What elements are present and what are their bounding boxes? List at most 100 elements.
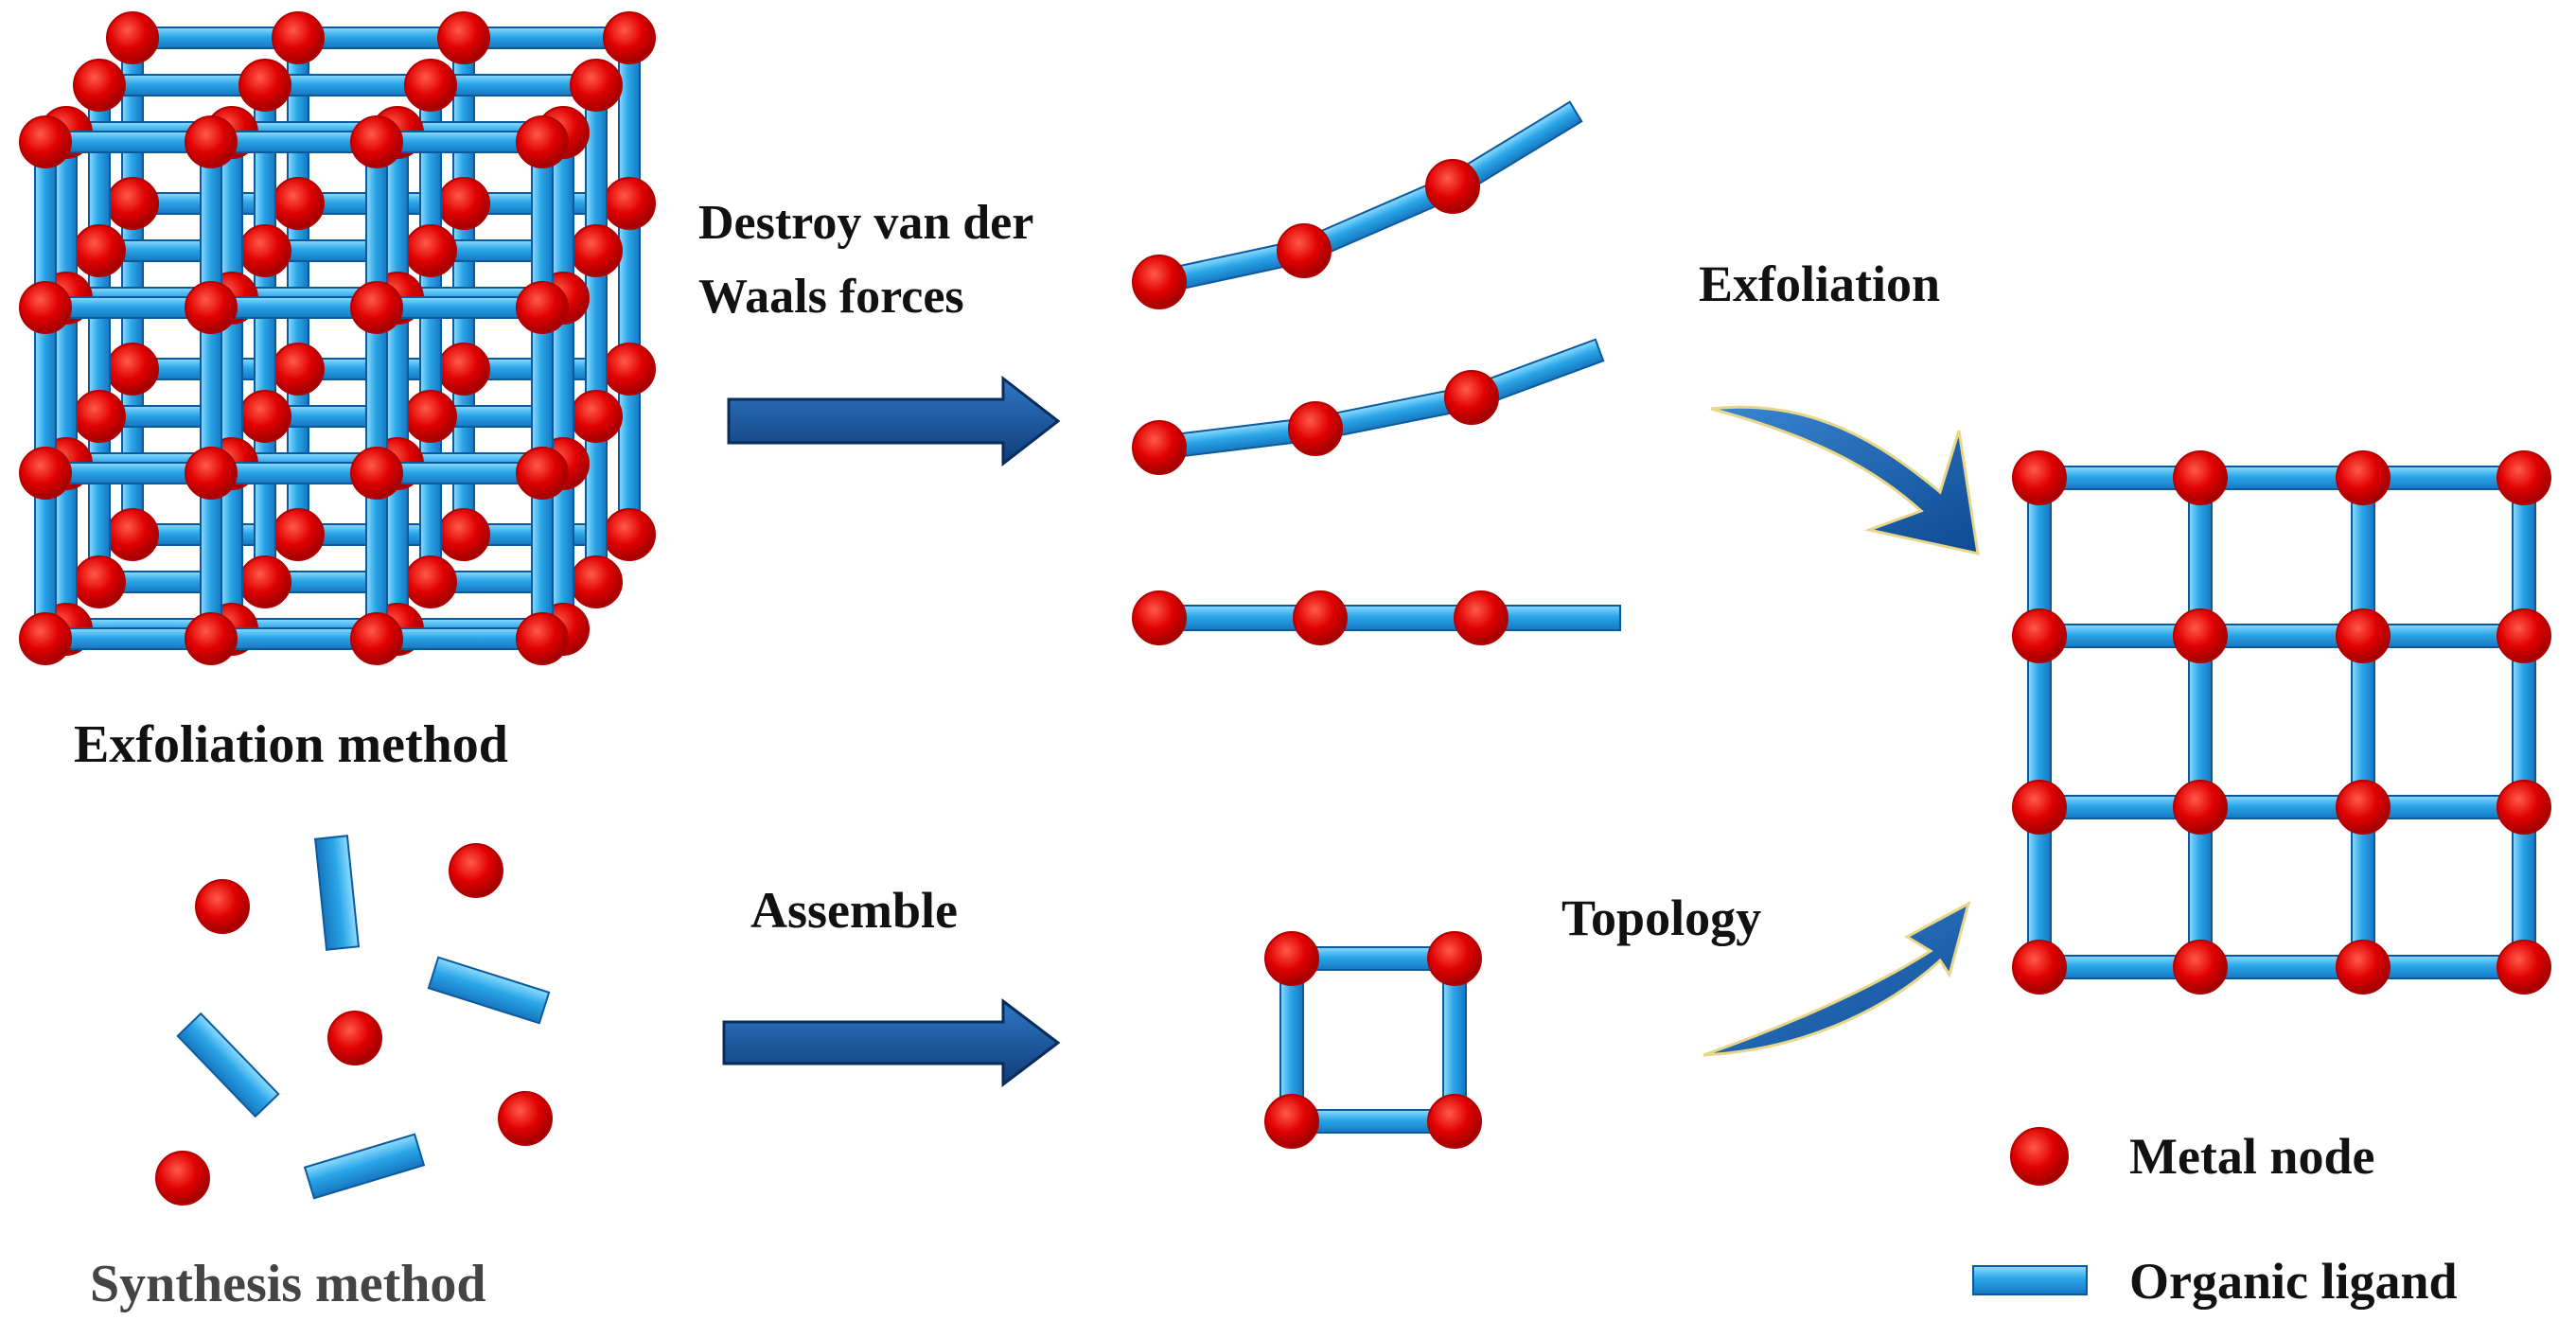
metal-node xyxy=(1264,1094,1319,1149)
organic-ligand xyxy=(2038,795,2525,819)
metal-node xyxy=(1425,159,1480,214)
metal-node xyxy=(1132,590,1187,645)
curved-arrow-topology xyxy=(1703,901,1971,1057)
metal-node xyxy=(570,390,623,443)
organic-ligand xyxy=(2038,624,2525,648)
organic-ligand xyxy=(254,84,276,583)
metal-node xyxy=(2497,608,2551,663)
metal-node xyxy=(73,224,126,277)
metal-node xyxy=(404,224,457,277)
metal-node xyxy=(404,59,457,112)
organic-ligand xyxy=(98,74,597,97)
legend: Metal node Organic ligand xyxy=(1972,1127,2458,1310)
metal-node xyxy=(603,508,656,561)
organic-ligand xyxy=(44,462,543,484)
metal-node xyxy=(570,59,623,112)
metal-node xyxy=(2012,780,2067,835)
exfoliated-sheets xyxy=(1132,100,1621,645)
metal-node xyxy=(2497,940,2551,995)
assemble-label: Assemble xyxy=(750,882,958,939)
metal-node xyxy=(238,59,291,112)
metal-node xyxy=(570,224,623,277)
metal-node xyxy=(2012,450,2067,505)
metal-node xyxy=(1427,931,1482,986)
metal-node xyxy=(19,115,72,168)
organic-ligand xyxy=(618,37,641,536)
metal-node xyxy=(238,390,291,443)
organic-ligand xyxy=(386,132,409,630)
metal-node xyxy=(1132,420,1187,475)
metal-node xyxy=(498,1091,553,1146)
metal-node xyxy=(516,115,569,168)
metal-node xyxy=(106,177,159,230)
organic-ligand xyxy=(531,141,554,640)
metal-node xyxy=(185,281,238,334)
organic-ligand xyxy=(44,131,543,153)
organic-ligand xyxy=(2027,477,2052,968)
metal-node xyxy=(19,612,72,665)
metal-node xyxy=(1264,931,1319,986)
metal-node xyxy=(272,343,325,396)
metal-node xyxy=(185,115,238,168)
metal-node xyxy=(73,390,126,443)
metal-node xyxy=(603,11,656,64)
destroy-label-line2: Waals forces xyxy=(698,270,964,324)
metal-node xyxy=(238,224,291,277)
metal-node xyxy=(1132,255,1187,309)
metal-node xyxy=(327,1011,382,1065)
metal-node xyxy=(106,11,159,64)
exfoliation-label: Exfoliation xyxy=(1699,255,1940,312)
organic-ligand xyxy=(552,132,574,630)
organic-ligand xyxy=(2038,955,2525,979)
arrow-right-top xyxy=(727,375,1061,467)
organic-ligand xyxy=(2188,477,2213,968)
2d-mof-nanosheet xyxy=(2012,450,2551,995)
arrow-right-bottom xyxy=(722,997,1061,1088)
curved-arrow-exfoliation xyxy=(1710,405,1980,555)
organic-ligand xyxy=(98,405,597,428)
synthesis-method-caption: Synthesis method xyxy=(90,1255,486,1313)
legend-metal-node-icon xyxy=(2010,1127,2069,1186)
organic-ligand xyxy=(365,141,388,640)
metal-node xyxy=(516,281,569,334)
exfoliation-method-caption: Exfoliation method xyxy=(74,715,508,774)
metal-node xyxy=(2336,450,2391,505)
legend-organic-ligand-label: Organic ligand xyxy=(2129,1253,2458,1310)
metal-node xyxy=(2173,608,2228,663)
metal-node xyxy=(350,281,403,334)
metal-node xyxy=(2173,780,2228,835)
metal-node xyxy=(272,11,325,64)
organic-ligand xyxy=(585,84,608,583)
metal-node xyxy=(1293,590,1348,645)
metal-node xyxy=(570,555,623,608)
metal-node xyxy=(2336,608,2391,663)
organic-ligand xyxy=(44,627,543,650)
metal-node xyxy=(437,343,490,396)
metal-node xyxy=(1288,401,1343,456)
metal-node xyxy=(19,447,72,500)
organic-ligand xyxy=(98,239,597,262)
metal-node xyxy=(238,555,291,608)
organic-ligand xyxy=(176,1012,280,1118)
organic-ligand xyxy=(2038,466,2525,490)
metal-node xyxy=(73,59,126,112)
metal-node xyxy=(106,508,159,561)
organic-ligand xyxy=(2351,477,2375,968)
organic-ligand xyxy=(303,1133,426,1200)
metal-node xyxy=(272,508,325,561)
metal-node xyxy=(449,843,503,898)
metal-node xyxy=(1427,1094,1482,1149)
destroy-label-line1: Destroy van der xyxy=(698,196,1033,250)
metal-node xyxy=(603,343,656,396)
scattered-precursors xyxy=(155,835,553,1206)
organic-ligand xyxy=(132,26,630,49)
organic-ligand xyxy=(200,141,222,640)
metal-node xyxy=(603,177,656,230)
metal-node xyxy=(350,447,403,500)
metal-node xyxy=(106,343,159,396)
organic-ligand xyxy=(55,132,78,630)
organic-ligand xyxy=(1158,605,1621,631)
metal-node xyxy=(404,555,457,608)
organic-ligand xyxy=(427,956,551,1025)
